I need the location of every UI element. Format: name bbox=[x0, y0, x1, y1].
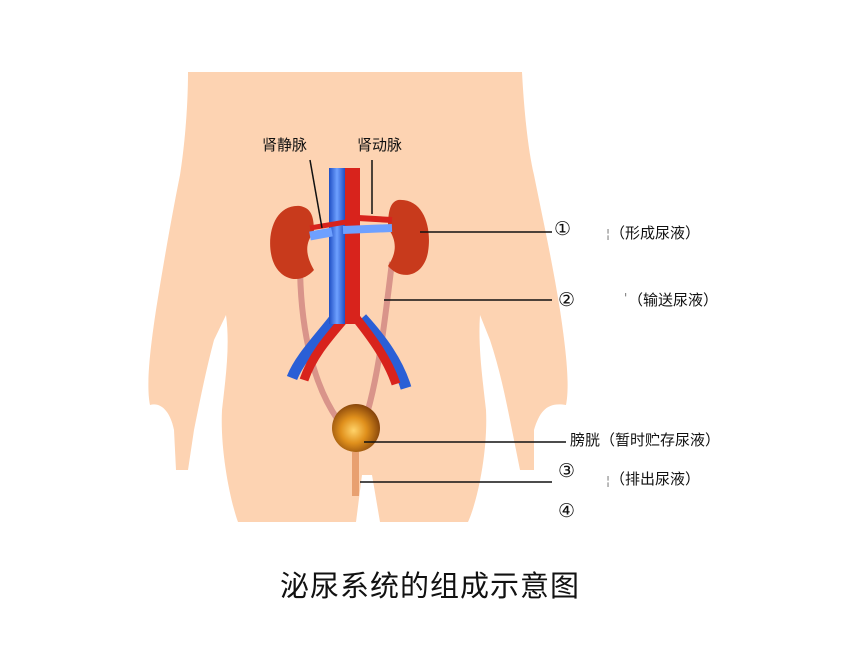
right-renal-vein bbox=[342, 224, 393, 234]
renal-artery-label: 肾动脉 bbox=[357, 136, 403, 154]
renal-vein-leader bbox=[309, 159, 323, 229]
right-renal-artery bbox=[357, 215, 393, 223]
right-kidney bbox=[388, 199, 429, 275]
urethra-function-label: （排出尿液） bbox=[610, 470, 701, 488]
marker-3: ③ bbox=[558, 460, 576, 482]
bladder bbox=[332, 404, 380, 452]
left-renal-vein bbox=[309, 227, 333, 241]
left-kidney bbox=[270, 205, 314, 280]
left-renal-artery bbox=[309, 219, 347, 231]
figure-caption: 泌尿系统的组成示意图 bbox=[279, 569, 580, 603]
marker-1-tick: ¦ bbox=[606, 227, 611, 241]
renal-vein-label: 肾静脉 bbox=[262, 136, 308, 154]
kidney-function-label: （形成尿液） bbox=[610, 224, 701, 242]
bladder-label: 膀胱（暂时贮存尿液） bbox=[570, 431, 721, 449]
right-iliac-artery bbox=[352, 315, 401, 386]
marker-1: ① bbox=[554, 218, 572, 240]
left-iliac-vein bbox=[286, 314, 340, 381]
ureter-function-label: （输送尿液） bbox=[628, 291, 719, 309]
marker-4: ④ bbox=[558, 500, 576, 522]
urethra bbox=[352, 452, 359, 496]
aorta bbox=[345, 168, 360, 324]
marker-3-tick: ¦ bbox=[606, 474, 611, 488]
vena-cava bbox=[329, 168, 345, 324]
marker-2: ② bbox=[558, 289, 576, 311]
marker-2-tick: ' bbox=[624, 291, 628, 305]
right-iliac-vein bbox=[357, 314, 412, 390]
